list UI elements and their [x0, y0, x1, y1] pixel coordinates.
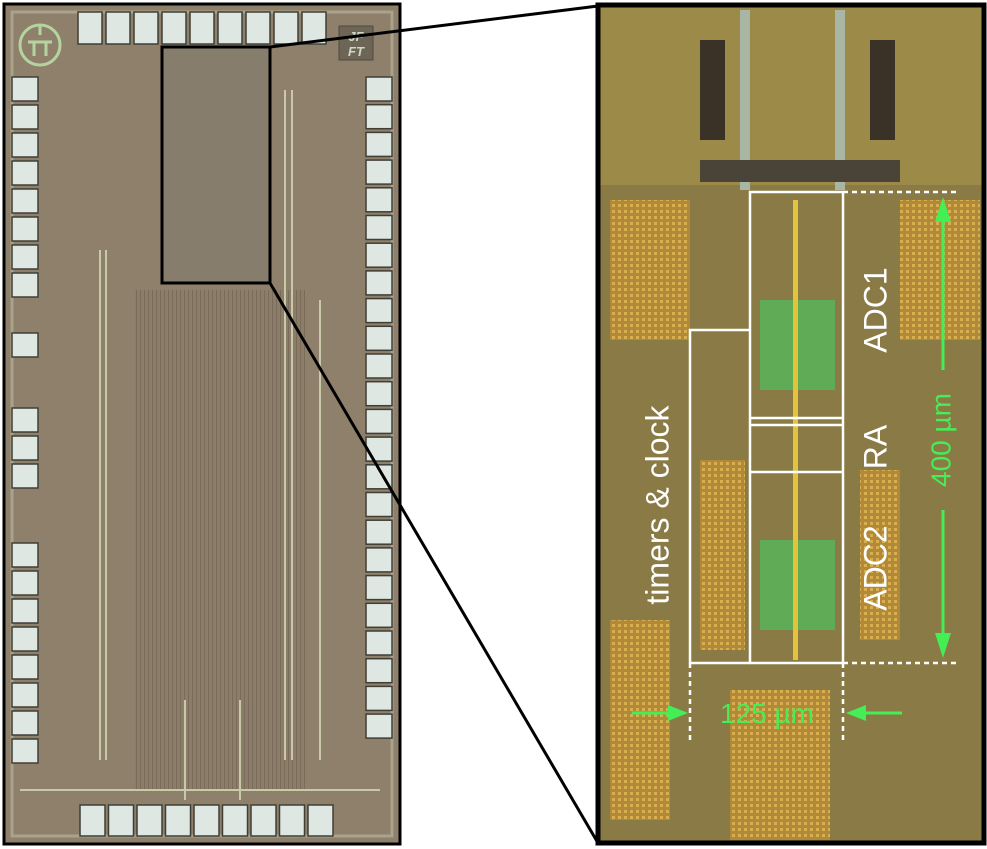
- bond-pad: [11, 272, 39, 298]
- bond-pad: [365, 353, 393, 379]
- adc-column-outline: [748, 190, 845, 665]
- bond-pad: [217, 11, 243, 45]
- bond-pad: [365, 713, 393, 739]
- bond-pad: [365, 491, 393, 518]
- bond-pad: [365, 408, 393, 435]
- zoomed-micrograph: [595, 2, 987, 846]
- adc1-label: ADC1: [857, 267, 893, 352]
- bond-pad: [11, 435, 39, 461]
- bond-pad: [11, 160, 39, 186]
- svg-text:FT: FT: [348, 44, 365, 59]
- height-dimension-label: 400 µm: [925, 393, 956, 487]
- bond-pad: [365, 685, 393, 712]
- bond-pad: [105, 11, 131, 45]
- bond-pad: [11, 542, 39, 568]
- bond-pad: [365, 630, 393, 656]
- bond-pad: [11, 216, 39, 242]
- bond-pad: [133, 11, 159, 45]
- bond-pad: [365, 574, 393, 601]
- dimension-guides: [688, 190, 958, 742]
- bond-pad: [365, 519, 393, 545]
- bond-pad: [11, 132, 39, 158]
- bond-pad: [11, 598, 39, 624]
- logo: [18, 23, 62, 67]
- top-pads: [77, 11, 327, 45]
- bond-pad: [278, 804, 306, 837]
- bottom-pads: [79, 804, 334, 837]
- bond-pad: [79, 804, 106, 837]
- bond-pad: [11, 332, 39, 358]
- jfft-logo: JF FT: [338, 25, 374, 61]
- bond-pad: [365, 242, 393, 268]
- block-annotations: [688, 190, 958, 742]
- bond-pad: [11, 654, 39, 680]
- bond-pad: [193, 804, 220, 837]
- bond-pad: [365, 187, 393, 213]
- bond-pad: [11, 570, 39, 596]
- bond-pad: [365, 103, 393, 130]
- timers-outline: [688, 328, 750, 665]
- bond-pad: [365, 159, 393, 185]
- bond-pad: [365, 602, 393, 629]
- width-dimension-label: 125 µm: [720, 698, 814, 729]
- right-pads: [365, 76, 393, 739]
- height-dimension-arrow: [935, 197, 951, 658]
- bond-pad: [11, 244, 39, 270]
- left-pads: [11, 76, 39, 764]
- bond-pad: [221, 804, 249, 837]
- bond-pad: [11, 76, 39, 102]
- bond-pad: [189, 11, 215, 45]
- bond-pad: [11, 188, 39, 214]
- bond-pad: [365, 76, 393, 102]
- bond-pad: [365, 131, 393, 158]
- bond-pad: [164, 804, 192, 837]
- bond-pad: [11, 407, 39, 433]
- timers-clock-label: timers & clock: [639, 404, 675, 604]
- chip-die-photo: JF FT: [2, 2, 402, 846]
- bond-pad: [365, 325, 393, 352]
- bond-pad: [107, 804, 135, 837]
- bond-pad: [161, 11, 187, 45]
- bond-pad: [77, 11, 103, 45]
- bond-pad: [365, 270, 393, 296]
- bond-pad: [136, 804, 163, 837]
- width-dimension-arrows: [632, 705, 902, 721]
- zoom-connector-bottom: [268, 282, 600, 844]
- routing-lines: [20, 90, 380, 800]
- bond-pad: [11, 738, 39, 764]
- bond-pad: [245, 11, 271, 45]
- core-array: [135, 290, 305, 790]
- bond-pad: [11, 463, 39, 489]
- bond-pad: [365, 657, 393, 684]
- bond-pad: [365, 436, 393, 462]
- bond-pad: [307, 804, 334, 837]
- bond-pad: [365, 380, 393, 407]
- adc2-label: ADC2: [857, 525, 893, 610]
- bond-pad: [365, 547, 393, 573]
- ra-label: RA: [857, 424, 893, 469]
- bond-pad: [273, 11, 299, 45]
- bond-pad: [301, 11, 327, 45]
- bond-pad: [250, 804, 277, 837]
- bond-pad: [365, 214, 393, 241]
- bond-pad: [365, 297, 393, 324]
- zoom-connector-top: [269, 4, 599, 49]
- bond-pad: [11, 104, 39, 130]
- zoom-region-box: [160, 45, 272, 285]
- bond-pad: [11, 626, 39, 652]
- bond-pad: [11, 710, 39, 736]
- bond-pad: [11, 682, 39, 708]
